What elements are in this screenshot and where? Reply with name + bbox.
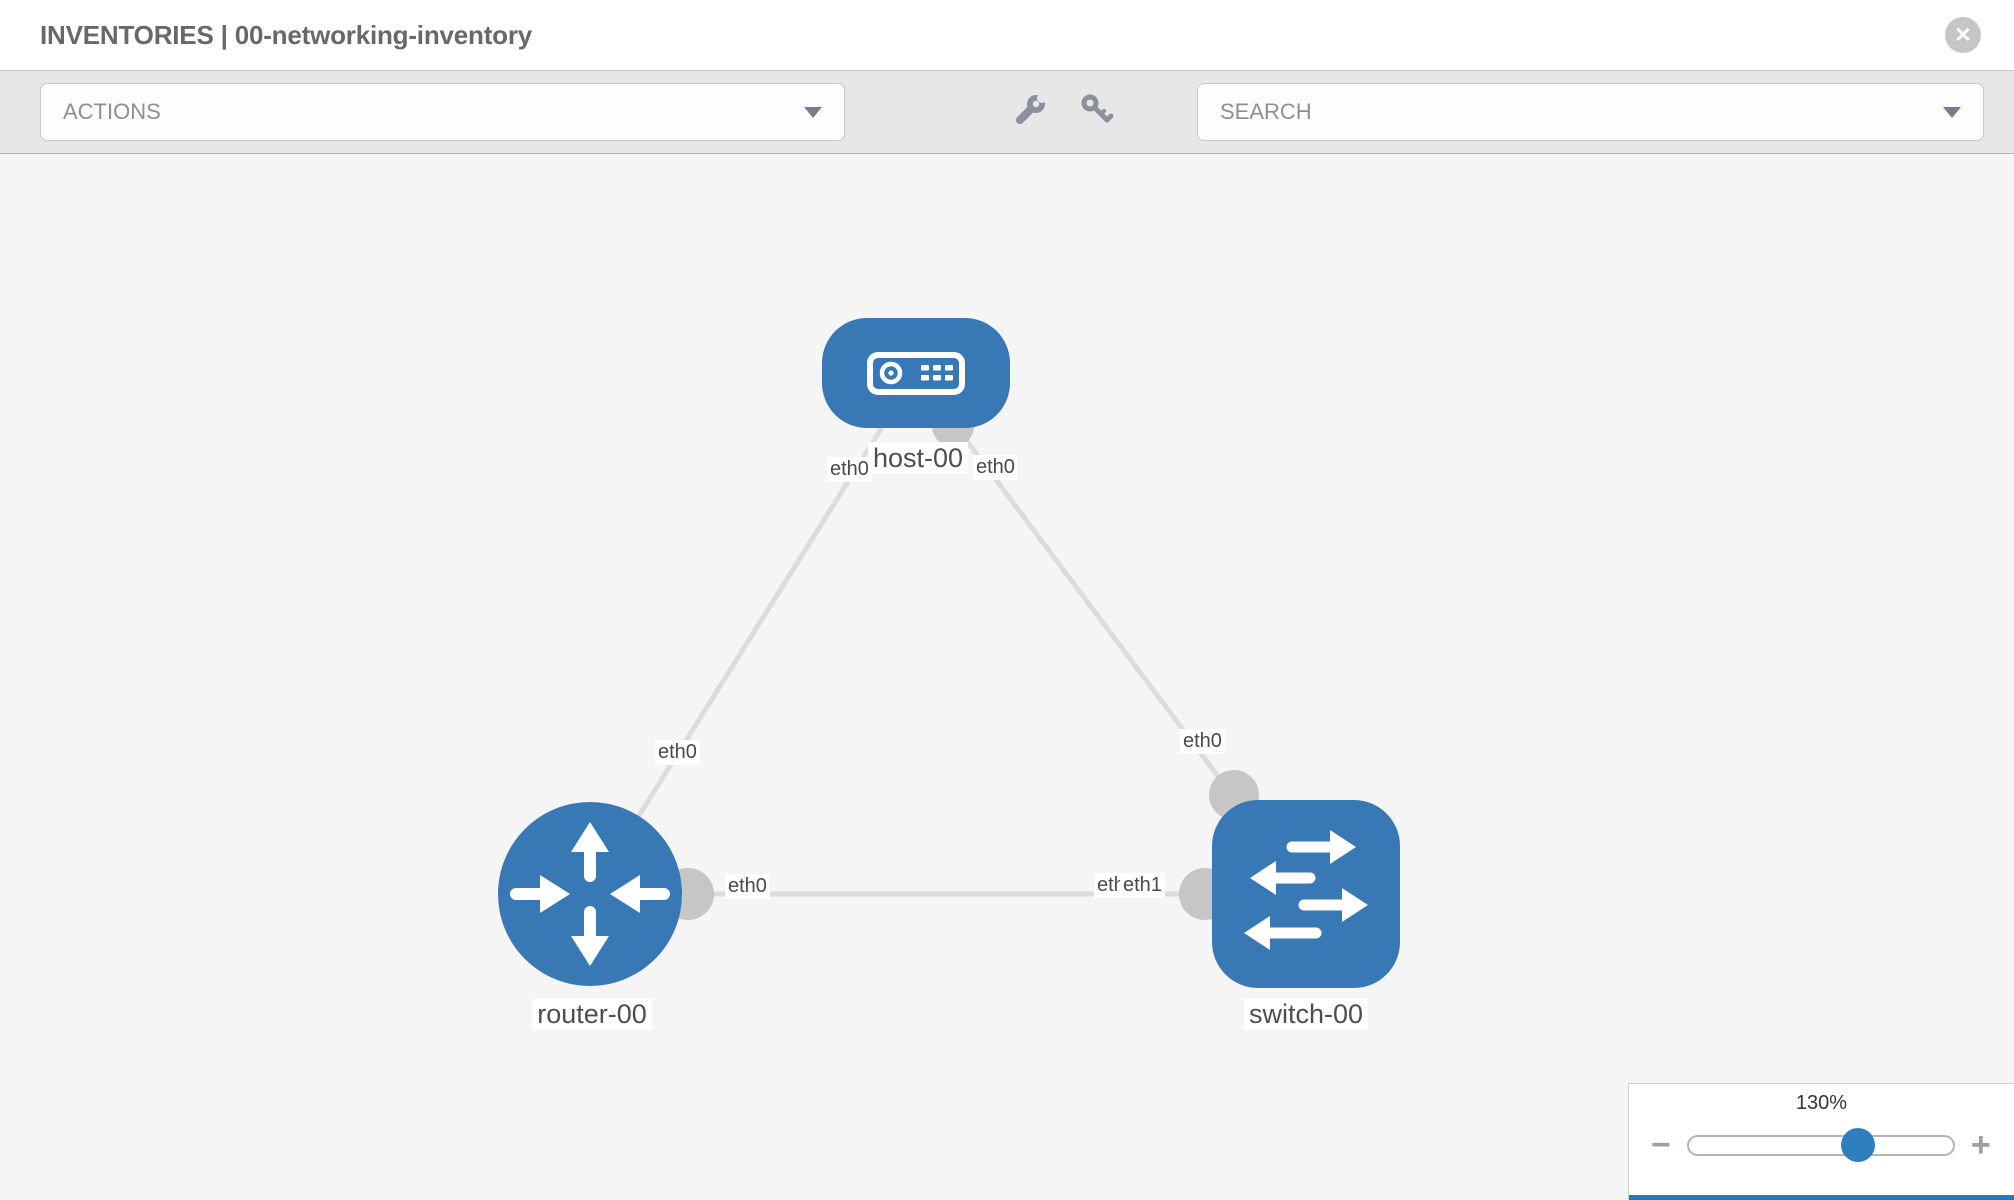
zoom-in-button[interactable]: + [1970, 1126, 1991, 1164]
iface-label-router-eth0-link: eth0 [725, 874, 770, 899]
panel-accent-bar [1629, 1195, 2014, 1200]
chevron-down-icon [1943, 106, 1961, 118]
configure-button[interactable] [1011, 92, 1051, 132]
switch-arrows-icon [1244, 830, 1368, 950]
node-router[interactable] [498, 802, 682, 986]
node-label-router: router-00 [532, 998, 652, 1031]
node-host[interactable] [822, 318, 1010, 428]
node-switch[interactable] [1212, 800, 1400, 988]
search-dropdown[interactable]: SEARCH [1197, 83, 1984, 141]
key-legend-button[interactable] [1077, 92, 1117, 132]
router-arrows-icon [510, 822, 670, 966]
close-button[interactable]: ✕ [1945, 17, 1981, 53]
topology-canvas[interactable]: eth0 eth0 eth0 eth0 eth0 eth0 eth1 host-… [0, 154, 2014, 1200]
close-icon: ✕ [1954, 23, 1972, 47]
node-label-host: host-00 [867, 442, 969, 475]
panel-header: INVENTORIES | 00-networking-inventory ✕ [0, 0, 2014, 70]
chevron-down-icon [804, 106, 822, 118]
interface-ports [662, 405, 1259, 920]
zoom-panel: 130% − + [1628, 1083, 2014, 1200]
zoom-level-value: 130% [1795, 1092, 1848, 1114]
zoom-slider[interactable] [1686, 1128, 1955, 1162]
zoom-slider-thumb[interactable] [1840, 1128, 1875, 1162]
key-icon [1080, 93, 1114, 132]
page-title: INVENTORIES | 00-networking-inventory [40, 20, 533, 50]
iface-label-router-eth0-upper: eth0 [655, 740, 700, 765]
zoom-out-button[interactable]: − [1651, 1126, 1671, 1164]
node-label-switch: switch-00 [1243, 998, 1369, 1031]
iface-label-host-eth0-right: eth0 [973, 455, 1018, 480]
wrench-icon [1014, 92, 1048, 132]
search-input[interactable]: SEARCH [1220, 99, 1312, 124]
iface-label-switch-eth0-upper: eth0 [1180, 729, 1225, 754]
topology-svg [498, 318, 1400, 988]
iface-label-host-eth0-left: eth0 [827, 457, 872, 482]
actions-dropdown[interactable]: ACTIONS [40, 83, 845, 141]
iface-label-switch-eth1-front: eth1 [1120, 873, 1165, 898]
toolbar: ACTIONS SEARCH [0, 70, 2014, 154]
actions-dropdown-label: ACTIONS [63, 99, 161, 124]
host-server-icon [867, 352, 965, 395]
